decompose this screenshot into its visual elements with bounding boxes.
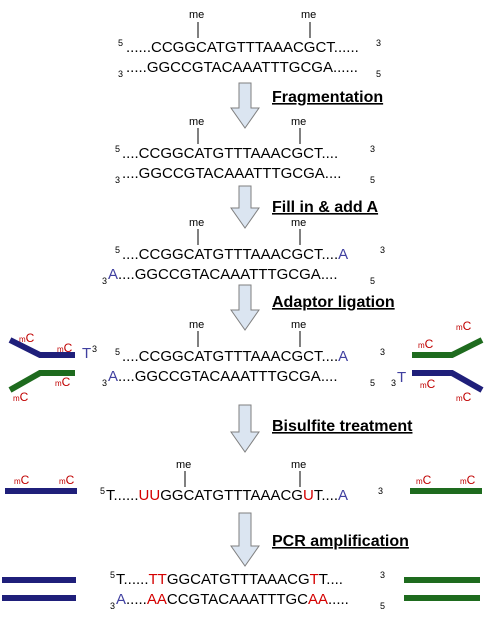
methyl-c-label: mC	[456, 390, 472, 404]
methyl-label: me	[189, 116, 204, 128]
three-prime-label: 3	[376, 38, 381, 48]
methyl-c-label: mC	[460, 473, 476, 487]
methyl-c-label: mC	[456, 319, 472, 333]
pcr-top-strand: T......TTGGCATGTTTAAACGTT....	[116, 571, 343, 588]
three-prime-label: 3	[370, 144, 375, 154]
down-arrow	[230, 82, 260, 129]
methyl-c-label: mC	[418, 337, 434, 351]
adaptor-bar-green	[404, 577, 480, 583]
step-label: Bisulfite treatment	[272, 418, 413, 435]
bottom-strand: A....GGCCGTACAAATTTGCGA....	[108, 266, 337, 283]
down-arrow	[230, 284, 260, 331]
methyl-label: me	[176, 459, 191, 471]
methyl-label: me	[301, 9, 316, 21]
adaptor-strand-green	[8, 370, 75, 393]
methyl-label: me	[189, 9, 204, 21]
top-strand: ....CCGGCATGTTTAAACGCT....A	[122, 246, 348, 263]
t-overhang: T	[397, 369, 406, 386]
five-prime-label: 5	[118, 38, 123, 48]
duplex-ligated: me me 5 ....CCGGCATGTTTAAACGCT....A 3 3 …	[102, 319, 385, 388]
down-arrow	[230, 404, 260, 453]
three-prime-label: 3	[380, 347, 385, 357]
five-prime-label: 5	[100, 486, 105, 496]
three-prime-label: 3	[92, 344, 97, 354]
three-prime-label: 3	[102, 378, 107, 388]
three-prime-label: 3	[118, 69, 123, 79]
methyl-c-label: mC	[13, 390, 29, 404]
methyl-c-label: mC	[420, 377, 436, 391]
pcr-bottom-strand: A.....AACCGTACAAATTTGCAA.....	[116, 591, 349, 608]
methyl-c-label: mC	[57, 341, 73, 355]
duplex-pcr: 5 T......TTGGCATGTTTAAACGTT.... 3 3 A...…	[2, 570, 480, 611]
five-prime-label: 5	[370, 276, 375, 286]
bottom-strand: A....GGCCGTACAAATTTGCGA....	[108, 368, 337, 385]
five-prime-label: 5	[376, 69, 381, 79]
top-strand: ......CCGGCATGTTTAAACGCT......	[126, 39, 359, 56]
methyl-label: me	[189, 217, 204, 229]
duplex-a-tailed: me me 5 ....CCGGCATGTTTAAACGCT....A 3 3 …	[102, 217, 385, 286]
three-prime-label: 3	[115, 175, 120, 185]
methyl-c-label: mC	[19, 331, 35, 345]
duplex-fragmented: me me 5 ....CCGGCATGTTTAAACGCT.... 3 3 .…	[115, 116, 375, 185]
step-label: PCR amplification	[272, 533, 409, 550]
adaptor-left: mC mC mC mC T 3	[8, 331, 97, 404]
adaptor-right: mC mC mC mC 3 T	[391, 319, 484, 404]
top-strand: ....CCGGCATGTTTAAACGCT....	[122, 145, 338, 162]
methyl-c-label: mC	[55, 375, 71, 389]
step-label: Fill in & add A	[272, 199, 379, 216]
methyl-c-label: mC	[59, 473, 75, 487]
three-prime-label: 3	[110, 601, 115, 611]
five-prime-label: 5	[370, 175, 375, 185]
step-label: Fragmentation	[272, 89, 383, 106]
three-prime-label: 3	[380, 245, 385, 255]
bisulfite-strand: T......UUGGCATGTTTAAACGUT....A	[106, 487, 348, 504]
t-overhang: T	[82, 345, 91, 362]
methyl-c-label: mC	[14, 473, 30, 487]
five-prime-label: 5	[115, 144, 120, 154]
three-prime-label: 3	[378, 486, 383, 496]
methyl-label: me	[189, 319, 204, 331]
three-prime-label: 3	[102, 276, 107, 286]
adaptor-bar-blue	[2, 577, 76, 583]
adaptor-bar-blue	[5, 488, 77, 494]
three-prime-label: 3	[391, 378, 396, 388]
down-arrow	[230, 185, 260, 229]
adaptor-strand-blue	[8, 337, 75, 358]
step-label: Adaptor ligation	[272, 294, 395, 311]
adaptor-bar-green	[410, 488, 482, 494]
single-strand-bisulfite: mC mC me me 5 T......UUGGCATGTTTAAACGUT.…	[5, 459, 482, 504]
three-prime-label: 3	[380, 570, 385, 580]
adaptor-strand-green	[412, 337, 484, 358]
down-arrow	[230, 512, 260, 567]
adaptor-strand-blue	[412, 370, 484, 393]
methyl-c-label: mC	[416, 473, 432, 487]
methyl-label: me	[291, 459, 306, 471]
five-prime-label: 5	[115, 347, 120, 357]
five-prime-label: 5	[110, 570, 115, 580]
methyl-label: me	[291, 319, 306, 331]
adaptor-bar-blue	[2, 595, 76, 601]
methyl-label: me	[291, 116, 306, 128]
adaptor-bar-green	[404, 595, 480, 601]
duplex-original: me me 5 ......CCGGCATGTTTAAACGCT...... 3…	[118, 9, 381, 79]
bottom-strand: ....GGCCGTACAAATTTGCGA....	[122, 165, 341, 182]
bottom-strand: .....GGCCGTACAAATTTGCGA......	[126, 59, 358, 76]
five-prime-label: 5	[370, 378, 375, 388]
top-strand: ....CCGGCATGTTTAAACGCT....A	[122, 348, 348, 365]
methyl-label: me	[291, 217, 306, 229]
five-prime-label: 5	[380, 601, 385, 611]
five-prime-label: 5	[115, 245, 120, 255]
